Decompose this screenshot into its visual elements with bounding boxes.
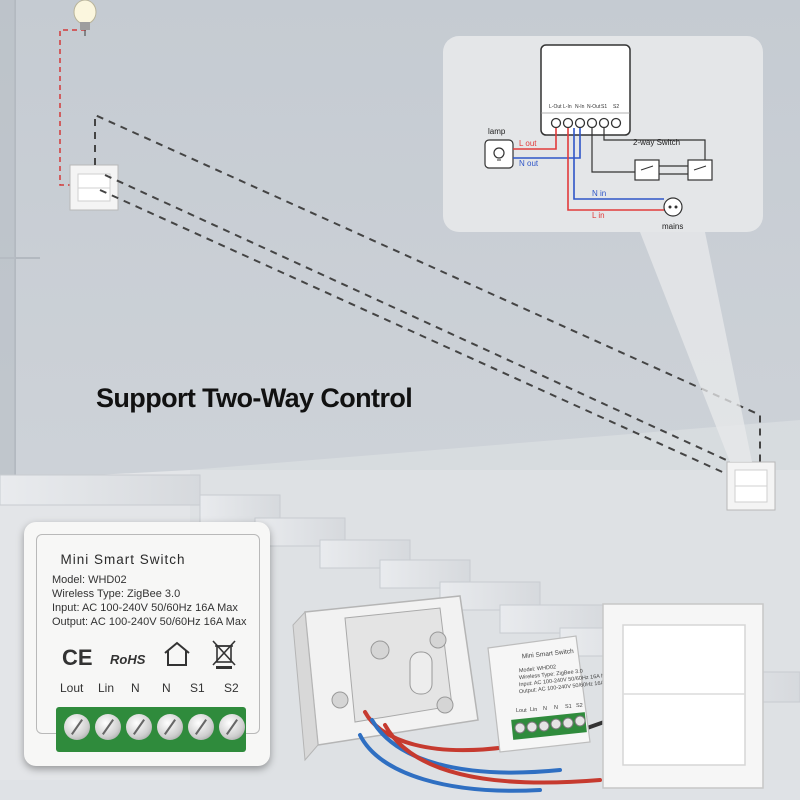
- terminal-label: S2: [224, 681, 239, 695]
- switch-label: 2-way Switch: [633, 138, 680, 147]
- diagram-terminal-label: S2: [613, 104, 619, 110]
- module-model: Model: WHD02: [52, 574, 127, 586]
- home-icon: [164, 641, 190, 666]
- small-terminal-label: S1: [565, 704, 572, 710]
- module-wireless: Wireless Type: ZigBee 3.0: [52, 588, 181, 600]
- callout-beam: [640, 232, 752, 462]
- mains-label: mains: [662, 222, 683, 231]
- terminal-label: Lin: [98, 681, 115, 695]
- small-module-line: Model: WHD02: [519, 664, 557, 674]
- diagram-terminal-label: S1: [601, 104, 607, 110]
- terminal-label: S1: [190, 681, 205, 695]
- small-terminal-label: S2: [576, 703, 583, 709]
- small-terminal-label: Lin: [530, 707, 537, 713]
- n-out-label: N out: [519, 159, 539, 168]
- lamp-label: lamp: [488, 127, 506, 136]
- terminal-screw: [64, 714, 90, 740]
- wall-edge-panel: [0, 0, 15, 480]
- connection-wires: [94, 113, 761, 481]
- diagram-labels: L-Out L-In N-In N-Out S1 S2 lamp 2-way S…: [488, 104, 683, 231]
- terminal-screw: [95, 714, 121, 740]
- module-input: Input: AC 100-240V 50/60Hz 16A Max: [52, 602, 238, 614]
- terminal-label: N: [131, 681, 140, 695]
- junction-box: [292, 595, 479, 762]
- headline: Support Two-Way Control: [96, 383, 413, 413]
- small-terminal-label: N: [554, 705, 558, 711]
- wall-switch-large: [602, 603, 764, 789]
- module-title: Mini Smart Switch: [60, 552, 186, 567]
- rohs-mark: RoHS: [110, 652, 146, 667]
- terminal-label: Lout: [60, 681, 84, 695]
- terminal-label: N: [162, 681, 171, 695]
- diagram-terminal-label: L-In: [563, 104, 572, 110]
- diagram-terminal-label: N-In: [575, 104, 585, 110]
- n-in-label: N in: [592, 189, 606, 198]
- ce-mark: CE: [62, 645, 93, 670]
- wiring-diagram: [443, 36, 763, 232]
- l-out-label: L out: [519, 139, 537, 148]
- terminal-screw: [157, 714, 183, 740]
- terminal-screw: [219, 714, 245, 740]
- small-module-terminals: Lout Lin N N S1 S2: [516, 703, 583, 714]
- l-in-label: L in: [592, 211, 605, 220]
- wall-switch-left: [69, 164, 119, 211]
- terminal-screw: [188, 714, 214, 740]
- weee-bin-icon: [212, 640, 236, 669]
- small-module: [487, 635, 591, 753]
- wall-switch-right: [726, 461, 776, 511]
- module-output: Output: AC 100-240V 50/60Hz 16A Max: [52, 616, 247, 628]
- terminal-screw: [126, 714, 152, 740]
- diagram-terminal-label: N-Out: [587, 104, 601, 110]
- small-terminal-label: Lout: [516, 708, 527, 714]
- diagram-terminal-label: L-Out: [549, 104, 562, 110]
- lightbulb-icon: [73, 0, 97, 36]
- small-terminal-label: N: [543, 706, 547, 712]
